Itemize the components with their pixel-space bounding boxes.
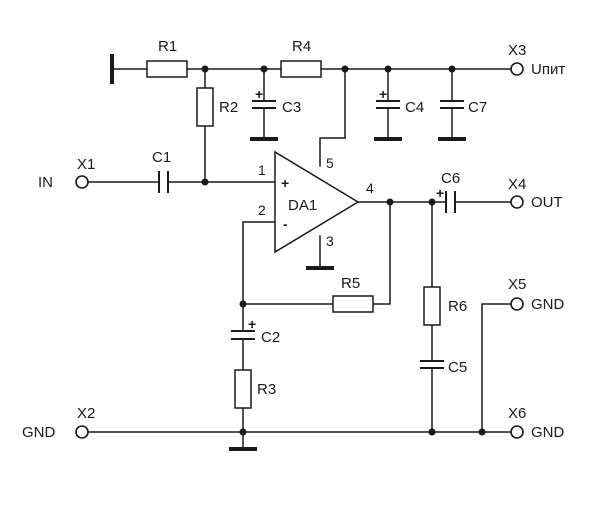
wires	[87, 68, 512, 449]
component-labels: R1 R4 R2 C3 C4 C7 C1 C6 DA1 R5 R6 C2 C5 …	[152, 38, 487, 398]
net-in-label: IN	[38, 174, 53, 191]
resistor-r3	[234, 369, 252, 409]
label-x6: X6	[508, 405, 526, 422]
pin-2-label: 2	[258, 202, 266, 218]
label-x2: X2	[77, 405, 95, 422]
wire-da1-pin2	[242, 221, 276, 332]
capacitor-c4	[376, 100, 400, 109]
junctions	[201, 65, 486, 436]
ground-symbols	[110, 54, 466, 451]
terminal-x5	[510, 297, 524, 311]
terminal-x4	[510, 195, 524, 209]
opamp-da1	[274, 150, 360, 254]
label-c6: C6	[441, 170, 460, 187]
label-r3: R3	[257, 381, 276, 398]
label-c3: C3	[282, 99, 301, 116]
resistor-r4	[280, 60, 322, 78]
terminal-x2	[75, 425, 89, 439]
terminal-x3	[510, 62, 524, 76]
pin-5-label: 5	[326, 155, 334, 171]
net-supply-label: Uпит	[531, 61, 565, 78]
capacitor-c6	[445, 191, 456, 213]
capacitor-c5	[420, 360, 444, 369]
label-c2: C2	[261, 329, 280, 346]
label-c4: C4	[405, 99, 424, 116]
pin-numbers: 1 2 3 4 5	[258, 155, 374, 249]
label-x5: X5	[508, 276, 526, 293]
label-x1: X1	[77, 156, 95, 173]
junction-c5-gnd	[428, 428, 436, 436]
pin-4-label: 4	[366, 180, 374, 196]
label-r2: R2	[219, 99, 238, 116]
polarity-signs: + + + + + -	[248, 86, 444, 332]
junction-feedback-out	[386, 198, 394, 206]
da1-noninverting-sign: +	[281, 175, 289, 191]
label-da1: DA1	[288, 197, 317, 214]
label-c5: C5	[448, 359, 467, 376]
junction-pin5	[341, 65, 349, 73]
junction-r3-gnd	[239, 428, 247, 436]
net-gnd-x2-label: GND	[22, 424, 56, 441]
junction-r1-r2	[201, 65, 209, 73]
wire-r5-output	[372, 201, 391, 305]
da1-inverting-sign: -	[283, 216, 288, 232]
resistor-r2	[196, 87, 214, 127]
label-x3: X3	[508, 42, 526, 59]
junction-c3	[260, 65, 268, 73]
capacitors	[158, 100, 464, 369]
c3-plus-sign: +	[255, 86, 263, 102]
terminals	[75, 62, 524, 439]
capacitor-c3	[252, 100, 276, 109]
junction-r6-out	[428, 198, 436, 206]
label-r5: R5	[341, 275, 360, 292]
resistor-r1	[146, 60, 188, 78]
resistor-r6	[423, 286, 441, 326]
junction-x5-gnd	[478, 428, 486, 436]
junction-c4	[384, 65, 392, 73]
net-gnd-x5-label: GND	[531, 296, 565, 313]
resistor-r5	[332, 295, 374, 313]
label-x4: X4	[508, 176, 526, 193]
pin-3-label: 3	[326, 233, 334, 249]
c2-plus-sign: +	[248, 316, 256, 332]
capacitor-c2	[231, 330, 255, 340]
label-c1: C1	[152, 149, 171, 166]
c4-plus-sign: +	[379, 86, 387, 102]
resistors	[146, 60, 441, 409]
label-r6: R6	[448, 298, 467, 315]
capacitor-c7	[440, 100, 464, 109]
terminal-labels: X1 X2 X3 X4 X5 X6 IN GND Uпит OUT GND GN…	[22, 42, 565, 441]
terminal-x6	[510, 425, 524, 439]
net-out-label: OUT	[531, 194, 563, 211]
label-r1: R1	[158, 38, 177, 55]
wire-da1-pin5	[319, 68, 346, 167]
pin-1-label: 1	[258, 162, 266, 178]
net-gnd-x6-label: GND	[531, 424, 565, 441]
label-c7: C7	[468, 99, 487, 116]
junction-input-bias	[201, 178, 209, 186]
capacitor-c1	[158, 171, 169, 193]
c6-plus-sign: +	[436, 185, 444, 201]
junction-feedback-node	[239, 300, 247, 308]
wire-x5-bus	[481, 303, 512, 433]
terminal-x1	[75, 175, 89, 189]
junction-c7	[448, 65, 456, 73]
label-r4: R4	[292, 38, 311, 55]
